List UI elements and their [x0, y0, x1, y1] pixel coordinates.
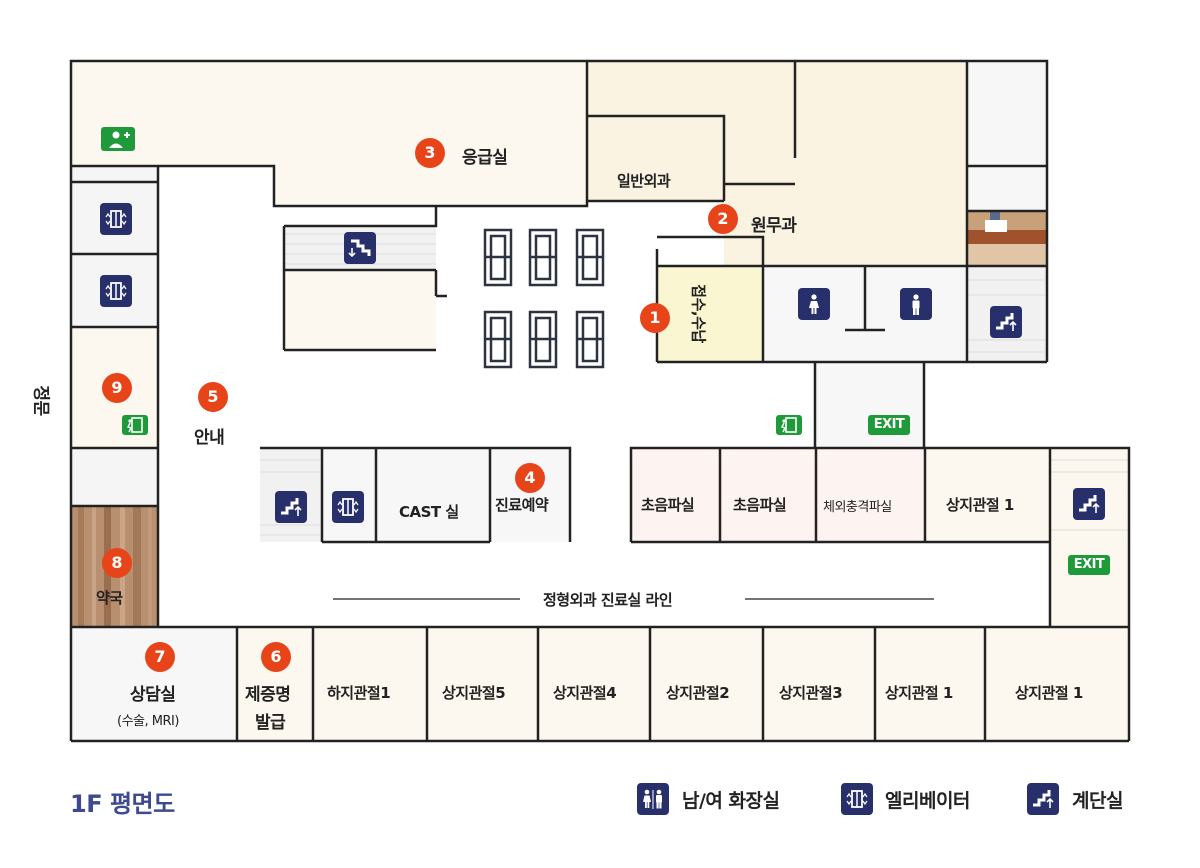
room-consult: 상담실 [130, 685, 176, 705]
room-certificate-line1: 제증명 [245, 685, 291, 705]
emergency-exit-door-icon [776, 415, 802, 435]
marker-8: 8 [102, 548, 132, 578]
room-consult-sub: (수술, MRI) [117, 714, 179, 729]
room-shockwave: 체외충격파실 [823, 500, 892, 515]
room-upper-joint-1b: 상지관절 1 [885, 684, 953, 702]
legend-restroom-label: 남/여 화장실 [682, 790, 780, 812]
stairs-down-icon [344, 232, 376, 264]
first-aid-icon [101, 127, 135, 151]
room-certificate-line2: 발급 [255, 713, 286, 733]
room-ultrasound-2: 초음파실 [733, 496, 787, 514]
walls [69, 59, 1131, 743]
legend-stairs-label: 계단실 [1072, 790, 1123, 812]
room-lower-joint-1: 하지관절1 [327, 684, 391, 702]
room-fills [71, 61, 1129, 741]
marker-1: 1 [640, 303, 670, 333]
marker-4: 4 [515, 463, 545, 493]
stairs-icon [275, 491, 307, 523]
emergency-exit-door-icon [122, 415, 148, 435]
marker-9: 9 [102, 373, 132, 403]
admin-desk-photo [967, 211, 1047, 266]
marker-6: 6 [261, 642, 291, 672]
room-guide: 안내 [194, 428, 225, 448]
stairs-icon [990, 306, 1022, 338]
exit-sign: EXIT [868, 415, 910, 435]
room-booking: 진료예약 [495, 496, 549, 514]
marker-3: 3 [415, 138, 445, 168]
mens-restroom-icon [900, 288, 932, 320]
entrance-label: 정문 [30, 385, 51, 416]
map-title: 1F 평면도 [70, 790, 175, 818]
room-upper-joint-4: 상지관절4 [553, 684, 617, 702]
stairs-icon [1073, 488, 1105, 520]
stairs-icon [1027, 783, 1059, 815]
room-cast: CAST 실 [399, 503, 459, 521]
room-emergency: 응급실 [462, 148, 508, 168]
room-upper-joint-1c: 상지관절 1 [1015, 684, 1083, 702]
legend-elevator-label: 엘리베이터 [885, 790, 970, 812]
restroom-icon [637, 783, 669, 815]
room-upper-joint-5: 상지관절5 [442, 684, 506, 702]
waiting-chairs [483, 228, 605, 369]
exit-sign: EXIT [1068, 555, 1110, 575]
room-pharmacy: 약국 [96, 589, 123, 607]
elevator-icon [100, 203, 132, 235]
elevator-icon [841, 783, 873, 815]
marker-2: 2 [708, 204, 738, 234]
elevator-icon [100, 275, 132, 307]
room-ultrasound-1: 초음파실 [641, 496, 695, 514]
marker-5: 5 [198, 382, 228, 412]
room-upper-joint-1a: 상지관절 1 [946, 496, 1014, 514]
room-general-surgery: 일반외과 [617, 172, 671, 190]
room-upper-joint-3: 상지관절3 [779, 684, 843, 702]
elevator-icon [332, 491, 364, 523]
room-reception: 접수,수납 [689, 284, 708, 343]
room-admin: 원무과 [751, 216, 797, 236]
corridor-label: 정형외과 진료실 라인 [543, 591, 673, 609]
womens-restroom-icon [798, 288, 830, 320]
marker-7: 7 [145, 642, 175, 672]
room-upper-joint-2: 상지관절2 [666, 684, 730, 702]
